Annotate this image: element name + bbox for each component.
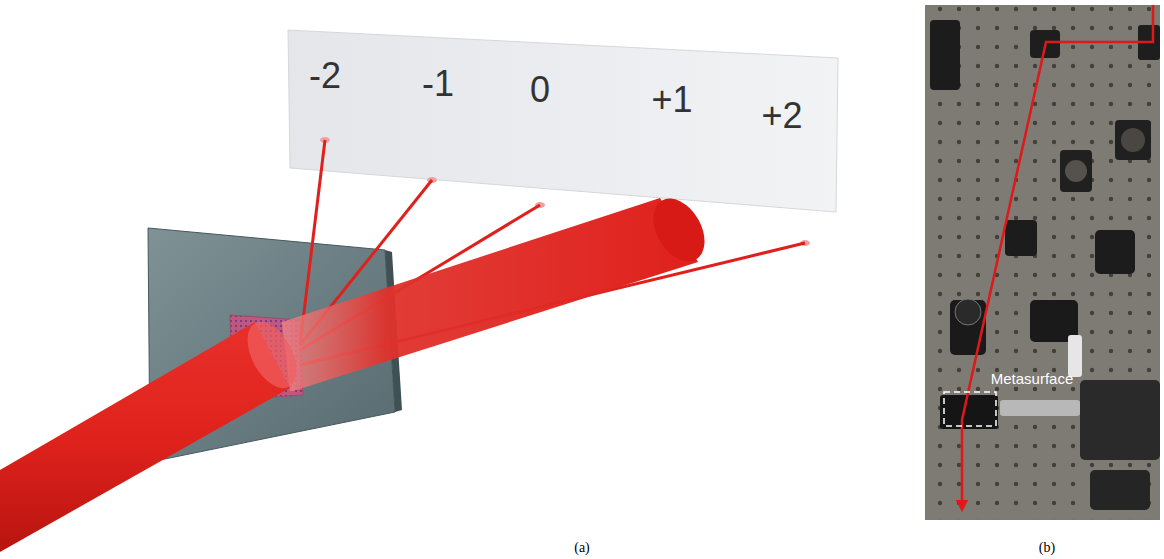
mount [1115,120,1151,160]
optical-table [925,5,1160,520]
translation-stage [1080,380,1160,460]
mount [1095,230,1135,274]
sample-holder [940,395,998,429]
lens [1065,160,1087,182]
highlight-box [944,392,996,426]
first-order-beam [282,198,698,392]
mount [1005,220,1037,256]
mount [930,20,960,90]
translation-stage [1090,470,1150,510]
order-number: +1 [651,82,692,118]
photo-shade [925,5,1160,520]
component-label: Metasurface [991,371,1074,386]
mount [950,300,986,355]
optical-mounts [930,20,1160,510]
screen [288,30,838,212]
order-number: -1 [422,66,454,102]
incident-beam [0,322,290,552]
lens [1121,128,1145,152]
lens [955,299,981,325]
order-number: +2 [761,98,802,134]
beam-spot [643,190,715,271]
rail [1000,400,1080,416]
panel-label: (b) [1039,541,1055,555]
panel-label: (a) [574,541,590,555]
order-number: 0 [530,72,550,108]
order-number: -2 [309,58,341,94]
beam-end [237,314,306,396]
mount [1060,150,1092,192]
beam-path [962,5,1153,506]
